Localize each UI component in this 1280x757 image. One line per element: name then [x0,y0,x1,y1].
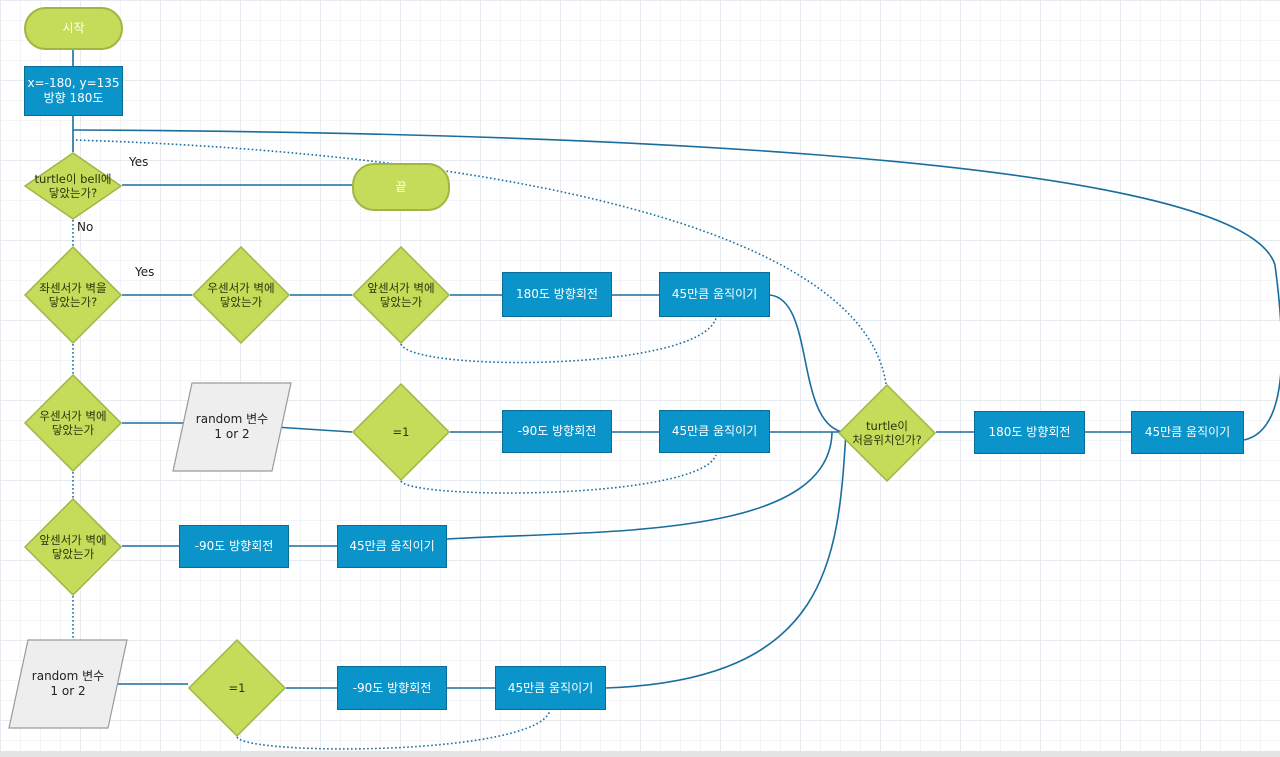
right-b-label-1: 우센서가 벽에 [39,409,107,423]
right-a-diamond-shape [191,245,291,345]
random-b-label-1: random 변수 [31,669,105,683]
eq1-decision-b[interactable]: =1 [187,638,287,738]
left-label-1: 좌센서가 벽을 [39,281,107,295]
front-sensor-decision-b[interactable]: 앞센서가 벽에 닿았는가 [23,497,123,597]
start-label: 시작 [62,21,85,35]
edge-move45e-loop [72,129,1280,441]
turn90-c-label: -90도 방향회전 [352,680,432,695]
edge-move45c-origin [446,431,833,540]
front-b-diamond-shape [23,497,123,597]
bell-diamond-shape [23,152,123,220]
left-diamond-shape [23,245,123,345]
move45-process-b[interactable]: 45만큼 움직이기 [659,410,770,453]
start-terminal[interactable]: 시작 [24,7,123,50]
random-b-label-2: 1 or 2 [50,684,86,698]
edge-random-eq1 [274,426,353,433]
init-process[interactable]: x=-180, y=135 방향 180도 [24,66,123,116]
random-a-label-2: 1 or 2 [214,427,250,441]
edge-move45d-origin [605,431,847,689]
origin-decision[interactable]: turtle이 처음위치인가? [837,383,937,483]
end-label: 끝 [395,179,407,194]
random-io-b[interactable]: random 변수 1 or 2 [8,639,128,729]
front-b-label-2: 닿았는가 [51,547,95,561]
move45-process-d[interactable]: 45만큼 움직이기 [495,666,606,710]
random-io-a[interactable]: random 변수 1 or 2 [172,382,292,472]
right-a-label-1: 우센서가 벽에 [207,281,275,295]
eq1-a-label: =1 [392,425,410,439]
right-sensor-decision-a[interactable]: 우센서가 벽에 닿았는가 [191,245,291,345]
front-a-diamond-shape [351,245,451,345]
move45-process-c[interactable]: 45만큼 움직이기 [337,525,447,568]
eq1-b-label: =1 [228,681,246,695]
turn90-process-c[interactable]: -90도 방향회전 [337,666,447,710]
front-a-label-1: 앞센서가 벽에 [367,281,435,295]
turn90-a-label: -90도 방향회전 [517,424,597,438]
init-label-1: x=-180, y=135 [27,76,120,90]
front-a-label-2: 닿았는가 [379,295,423,309]
move45-b-label: 45만큼 움직이기 [671,424,758,438]
move45-c-label: 45만큼 움직이기 [349,539,435,553]
move45-process-a[interactable]: 45만큼 움직이기 [659,272,770,317]
left-label-2: 닿았는가? [48,295,98,309]
edge-origin-no-loop [72,139,887,385]
eq1-b-diamond-shape [187,638,287,738]
eq1-decision-a[interactable]: =1 [351,382,451,482]
move45-e-label: 45만큼 움직이기 [1144,425,1231,439]
move45-a-label: 45만큼 움직이기 [671,287,758,301]
eq1-a-diamond-shape [351,382,451,482]
random-a-parallelogram-shape [172,382,292,472]
end-terminal[interactable]: 끝 [352,163,450,211]
left-sensor-decision[interactable]: 좌센서가 벽을 닿았는가? [23,245,123,345]
random-b-parallelogram-shape [8,639,128,729]
move45-process-e[interactable]: 45만큼 움직이기 [1131,411,1244,454]
origin-label-1: turtle이 [866,419,908,433]
random-a-label-1: random 변수 [195,412,269,426]
loop-row4 [236,709,551,750]
yes-label-left: Yes [135,265,155,279]
loop-row2 [400,454,717,494]
loop-row1 [400,317,717,364]
turn180-a-label: 180도 방향회전 [516,287,598,301]
bell-label-2: 닿았는가? [48,186,98,200]
right-sensor-decision-b[interactable]: 우센서가 벽에 닿았는가 [23,373,123,473]
front-b-label-1: 앞센서가 벽에 [39,533,107,547]
front-sensor-decision-a[interactable]: 앞센서가 벽에 닿았는가 [351,245,451,345]
bell-decision[interactable]: turtle이 bell에 닿았는가? [23,152,123,220]
edge-move45a-origin [769,294,843,433]
right-b-diamond-shape [23,373,123,473]
turn90-process-a[interactable]: -90도 방향회전 [502,410,612,453]
turn180-process-b[interactable]: 180도 방향회전 [974,411,1085,454]
origin-diamond-shape [837,383,937,483]
bell-label-1: turtle이 bell에 [34,172,112,186]
turn90-process-b[interactable]: -90도 방향회전 [179,525,289,568]
no-label-bell: No [77,220,94,234]
right-b-label-2: 닿았는가 [51,423,95,437]
move45-d-label: 45만큼 움직이기 [507,680,594,695]
yes-label-bell: Yes [129,155,149,169]
right-a-label-2: 닿았는가 [219,295,263,309]
turn180-b-label: 180도 방향회전 [988,425,1071,439]
turn180-process-a[interactable]: 180도 방향회전 [502,272,612,317]
origin-label-2: 처음위치인가? [852,433,922,447]
init-label-2: 방향 180도 [43,91,104,105]
turn90-b-label: -90도 방향회전 [194,539,274,553]
bottom-scroll-strip [0,751,1280,757]
